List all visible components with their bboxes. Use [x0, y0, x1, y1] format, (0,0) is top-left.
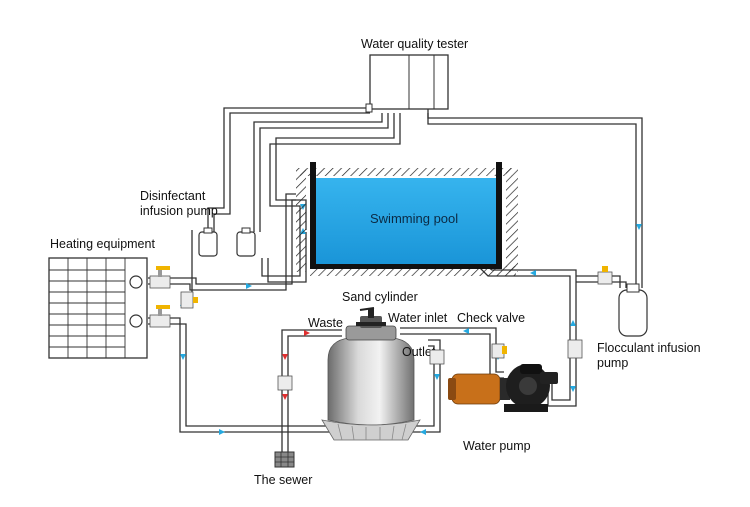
disinfectant-label-line1: Disinfectant [140, 189, 206, 203]
water-inlet-label: Water inlet [388, 311, 448, 325]
disinfectant-pump [198, 227, 256, 257]
filter-valves [277, 266, 613, 391]
outlet-label: Outlet [402, 345, 436, 359]
waste-arrows [282, 330, 310, 400]
sand-cylinder-label: Sand cylinder [342, 290, 418, 304]
waste-label: Waste [308, 316, 343, 330]
disinfectant-label-line2: infusion pump [140, 204, 218, 218]
water-quality-tester-label: Water quality tester [361, 37, 468, 51]
heating-equipment-label: Heating equipment [50, 237, 155, 251]
sand-cylinder [321, 307, 421, 441]
swimming-pool [296, 162, 518, 276]
water-pump [448, 364, 558, 412]
flocculant-infusion-pump [618, 283, 648, 337]
heater-valves [149, 266, 198, 328]
flocculant-label-line1: Flocculant infusion [597, 341, 701, 355]
flocculant-label-line2: pump [597, 356, 628, 370]
swimming-pool-label: Swimming pool [370, 211, 458, 226]
sewer [274, 451, 295, 468]
check-valve-label: Check valve [457, 311, 525, 325]
the-sewer-label: The sewer [254, 473, 312, 487]
water-quality-tester [365, 54, 449, 113]
heating-equipment [48, 257, 148, 359]
water-pump-label: Water pump [463, 439, 531, 453]
